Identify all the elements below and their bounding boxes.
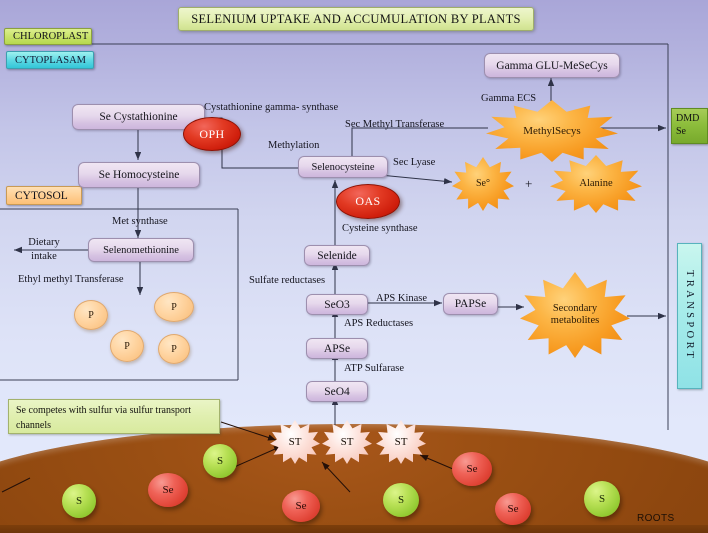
node-se-homocysteine[interactable]: Se Homocysteine — [78, 162, 200, 188]
product-se-elemental[interactable]: Se° — [452, 157, 514, 211]
label-dietary-intake: Dietary intake — [28, 237, 60, 262]
node-papse[interactable]: PAPSe — [443, 293, 498, 315]
label-met-synthase: Met synthase — [112, 216, 168, 227]
node-selenide[interactable]: Selenide — [304, 245, 370, 266]
node-dmd-se[interactable]: DMD Se — [671, 108, 708, 144]
label-sec-methyl-transferase: Sec Methyl Transferase — [345, 119, 445, 130]
product-secondary-metabolites[interactable]: Secondary metabolites — [520, 272, 630, 358]
soil-ion-selenium: Se — [452, 452, 492, 486]
product-alanine[interactable]: Alanine — [550, 155, 642, 213]
protein-circle: P — [74, 300, 108, 330]
soil-ion-sulfur: S — [203, 444, 237, 478]
node-gamma-glu-mesecys[interactable]: Gamma GLU-MeSeCys — [484, 53, 620, 78]
soil-ion-sulfur: S — [584, 481, 620, 517]
soil-ion-selenium: Se — [282, 490, 320, 522]
label-ethyl-methyl-transferase: Ethyl methyl Transferase — [18, 274, 124, 285]
protein-circle: P — [154, 292, 194, 322]
node-selenocysteine[interactable]: Selenocysteine — [298, 156, 388, 178]
product-methylsecys[interactable]: MethylSecys — [486, 100, 618, 162]
label-chloroplast: CHLOROPLAST — [4, 28, 92, 45]
page-title: SELENIUM UPTAKE AND ACCUMULATION BY PLAN… — [178, 7, 534, 31]
label-aps-kinase: APS Kinase — [376, 293, 428, 304]
label-cytosol: CYTOSOL — [6, 186, 82, 205]
soil-ion-sulfur: S — [62, 484, 96, 518]
node-transport[interactable]: TRANSPORT — [677, 243, 702, 389]
plus-sign: + — [525, 176, 533, 191]
enzyme-oas[interactable]: OAS — [336, 184, 400, 219]
protein-circle: P — [158, 334, 190, 364]
label-cytoplasm: CYTOPLASAM — [6, 51, 94, 69]
transport-label: TRANSPORT — [684, 270, 695, 362]
note-sulfur-competition: Se competes with sulfur via sulfur trans… — [8, 399, 220, 434]
soil-ion-selenium: Se — [495, 493, 531, 525]
label-cysteine-synthase: Cysteine synthase — [342, 223, 418, 234]
protein-circle: P — [110, 330, 144, 362]
node-apse[interactable]: APSe — [306, 338, 368, 359]
label-methylation: Methylation — [268, 140, 320, 151]
label-atp-sulfarase: ATP Sulfarase — [344, 363, 404, 374]
soil-ion-sulfur: S — [383, 483, 419, 517]
label-roots: ROOTS — [637, 513, 675, 524]
label-aps-reductases: APS Reductases — [344, 318, 414, 329]
node-seo4[interactable]: SeO4 — [306, 381, 368, 402]
soil-ion-selenium: Se — [148, 473, 188, 507]
label-sulfate-reductases: Sulfate reductases — [249, 275, 326, 286]
node-seo3[interactable]: SeO3 — [306, 294, 368, 315]
label-gamma-ecs: Gamma ECS — [481, 93, 537, 104]
node-se-cystathionine[interactable]: Se Cystathionine — [72, 104, 205, 130]
label-sec-lyase: Sec Lyase — [393, 157, 436, 168]
enzyme-oph[interactable]: OPH — [183, 117, 241, 151]
soil-base — [0, 525, 708, 533]
label-cystathionine-gamma-synthase: Cystathionine gamma- synthase — [204, 102, 339, 113]
node-selenomethionine[interactable]: Selenomethionine — [88, 238, 194, 262]
